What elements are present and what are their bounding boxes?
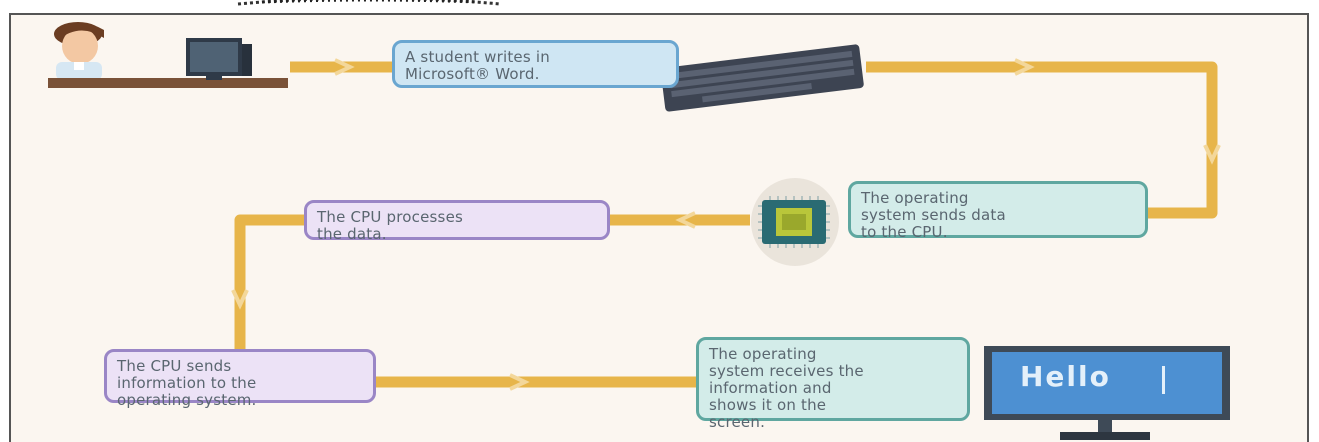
flow-arrowheads: [231, 58, 1221, 391]
keyboard-icon: [660, 44, 864, 112]
step-box-os-sends-data: The operating system sends data to the C…: [848, 181, 1148, 241]
student-at-computer-icon: [48, 22, 288, 88]
step-2-line-2: system sends data: [861, 206, 1006, 224]
arrowhead-1: [334, 58, 355, 76]
step-4-line-1: The CPU sends: [117, 357, 232, 375]
step-5-line-4: shows it on the: [709, 396, 827, 414]
arrowhead-4: [675, 211, 696, 229]
cpu-chip-icon: [751, 178, 839, 266]
step-1-line-2: Microsoft® Word.: [405, 65, 540, 83]
step-5-line-5: screen.: [709, 413, 766, 431]
arrowhead-2: [1014, 58, 1035, 76]
step-5-line-1: The operating: [709, 345, 817, 363]
step-5-line-2: system receives the: [709, 362, 864, 380]
arrowhead-5: [231, 289, 249, 310]
step-3-line-1: The CPU processes: [317, 208, 464, 226]
step-4-line-3: operating system.: [117, 391, 257, 409]
step-box-cpu-processes: The CPU processes the data.: [304, 200, 610, 243]
step-5-line-3: information and: [709, 379, 832, 397]
monitor-icon: [984, 346, 1230, 440]
arrowhead-3: [1203, 144, 1221, 165]
top-decoration: [237, 0, 501, 6]
step-box-student-writes: A student writes in Microsoft® Word.: [392, 40, 679, 88]
step-box-os-shows-screen: The operating system receives the inform…: [696, 337, 970, 431]
arrowhead-6: [509, 373, 530, 391]
step-3-line-2: the data.: [317, 225, 387, 243]
step-box-cpu-sends-info: The CPU sends information to the operati…: [104, 349, 376, 409]
monitor-hello-text: Hello: [1020, 360, 1111, 393]
step-4-line-2: information to the: [117, 374, 257, 392]
step-2-line-3: to the CPU.: [861, 223, 948, 241]
step-2-line-1: The operating: [861, 189, 969, 207]
connector-keyboard-to-os: [866, 61, 1218, 219]
step-1-line-1: A student writes in: [405, 48, 550, 66]
